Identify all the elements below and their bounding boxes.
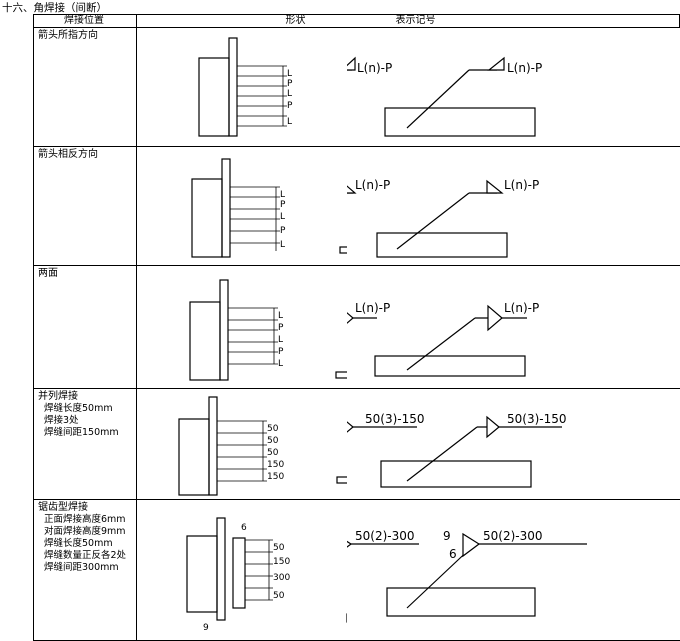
- shape-cell: 6 50 150 300 50 9: [136, 499, 347, 641]
- symbol-cell: L(n)-P L(n)-P: [346, 27, 680, 147]
- svg-text:P: P: [280, 226, 286, 236]
- table-row: 箭头相反方向 L P L P L: [33, 146, 680, 266]
- row-position: 箭头所指方向: [33, 27, 137, 147]
- header-shape: 形状: [135, 14, 347, 28]
- weld-symbol-drawing: L(n)-P L(n)-P: [346, 301, 539, 377]
- svg-text:6: 6: [449, 547, 457, 561]
- svg-text:50(2)-300: 50(2)-300: [483, 529, 543, 543]
- weld-symbol-drawing: 50(3)-150 50(3)-150: [346, 412, 567, 488]
- shape-cell: L P L P L: [136, 27, 347, 147]
- symbol-cell: L(n)-P L(n)-P: [346, 265, 680, 389]
- svg-text:L(n)-P: L(n)-P: [355, 301, 390, 315]
- svg-text:P: P: [278, 323, 284, 333]
- svg-text:50(2)-300: 50(2)-300: [355, 529, 415, 543]
- weld-table: 焊接位置 形状 表示记号 箭头所指方向 L P L P L: [33, 14, 680, 641]
- symbol-cell: L(n)-P L(n)-P: [346, 146, 680, 266]
- weld-symbol-drawing: L(n)-P L(n)-P: [346, 178, 539, 258]
- shape-cell: L P L P L: [136, 146, 347, 266]
- svg-text:L(n)-P: L(n)-P: [355, 178, 390, 192]
- shape-cell: L P L P L: [136, 265, 347, 389]
- svg-text:P: P: [278, 347, 284, 357]
- svg-text:150: 150: [267, 460, 284, 470]
- weld-shape-drawing: 6 50 150 300 50 9: [185, 517, 347, 633]
- svg-text:P: P: [287, 79, 293, 89]
- table-row: 箭头所指方向 L P L P L: [33, 27, 680, 147]
- svg-text:L(n)-P: L(n)-P: [507, 61, 542, 75]
- svg-text:L(n)-P: L(n)-P: [504, 301, 539, 315]
- weld-shape-drawing: L P L P L: [188, 279, 347, 381]
- svg-text:P: P: [280, 200, 286, 210]
- svg-text:L(n)-P: L(n)-P: [357, 61, 392, 75]
- row-position: 并列焊接 焊缝长度50mm 焊接3处 焊缝间距150mm: [33, 388, 137, 500]
- svg-text:L: L: [280, 240, 285, 250]
- table-row: 两面 L P L P L: [33, 265, 680, 389]
- weld-symbol-drawing: 9 6 50(2)-300 9 6 50(2)-300: [346, 529, 587, 617]
- svg-text:9: 9: [443, 529, 451, 543]
- svg-text:150: 150: [267, 472, 284, 482]
- svg-text:50(3)-150: 50(3)-150: [507, 412, 567, 426]
- row-position: 箭头相反方向: [33, 146, 137, 266]
- svg-text:50(3)-150: 50(3)-150: [365, 412, 425, 426]
- svg-text:P: P: [287, 101, 293, 111]
- svg-text:9: 9: [203, 623, 209, 633]
- table-row: 并列焊接 焊缝长度50mm 焊接3处 焊缝间距150mm 50 50 50 15…: [33, 388, 680, 500]
- header-row: 焊接位置 形状 表示记号: [33, 14, 680, 28]
- header-position: 焊接位置: [33, 14, 137, 28]
- symbol-cell: 9 6 50(2)-300 9 6 50(2)-300: [346, 499, 680, 641]
- svg-text:50: 50: [273, 543, 285, 553]
- row-position: 两面: [33, 265, 137, 389]
- weld-symbol-drawing: L(n)-P L(n)-P: [346, 56, 542, 137]
- shape-cell: 50 50 50 150 150: [136, 388, 347, 500]
- svg-text:L: L: [287, 117, 292, 127]
- symbol-cell: 50(3)-150 50(3)-150: [346, 388, 680, 500]
- svg-text:L(n)-P: L(n)-P: [504, 178, 539, 192]
- svg-text:L: L: [278, 335, 283, 345]
- weld-shape-drawing: L P L P L: [197, 37, 293, 137]
- svg-text:L: L: [280, 190, 285, 200]
- svg-text:50: 50: [267, 448, 279, 458]
- weld-shape-drawing: L P L P L: [190, 158, 347, 258]
- svg-text:6: 6: [241, 523, 247, 533]
- table-row: 锯齿型焊接 正面焊接高度6mm 对面焊接高度9mm 焊缝长度50mm 焊缝数量正…: [33, 499, 680, 641]
- svg-text:L: L: [280, 212, 285, 222]
- row-position: 锯齿型焊接 正面焊接高度6mm 对面焊接高度9mm 焊缝长度50mm 焊缝数量正…: [33, 499, 137, 641]
- svg-text:50: 50: [267, 436, 279, 446]
- svg-text:50: 50: [267, 424, 279, 434]
- svg-text:300: 300: [273, 573, 290, 583]
- svg-text:50: 50: [273, 591, 285, 601]
- section-title: 十六、角焊接（间断）: [2, 2, 107, 14]
- header-symbol: 表示记号: [346, 14, 680, 28]
- svg-text:L: L: [287, 69, 292, 79]
- svg-text:L: L: [278, 311, 283, 321]
- weld-shape-drawing: 50 50 50 150 150: [177, 396, 347, 496]
- svg-text:L: L: [287, 89, 292, 99]
- svg-text:L: L: [278, 359, 283, 369]
- svg-text:150: 150: [273, 557, 290, 567]
